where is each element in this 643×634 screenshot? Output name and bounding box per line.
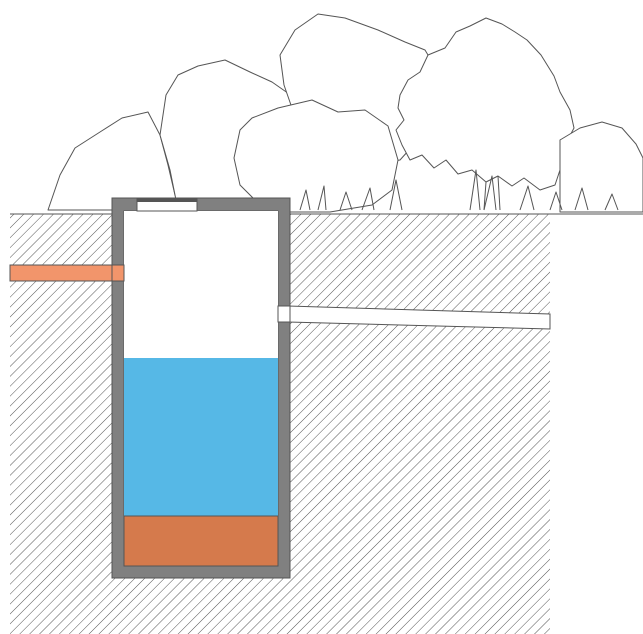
tree-right [395,17,575,191]
tree-trunk [483,175,501,211]
grass-tufts [299,169,619,211]
tank [111,197,291,579]
tank-lid-top [137,198,197,202]
tank-air-space [124,211,278,358]
tank-sludge-layer [123,515,279,567]
tank-water-layer [124,358,278,516]
tank-outlet-opening [277,305,291,323]
bush-center-low [233,99,399,213]
inlet-pipe [9,264,125,282]
vegetation [47,13,643,213]
tank-inlet-opening [111,264,125,282]
bush-far-right [559,121,643,213]
